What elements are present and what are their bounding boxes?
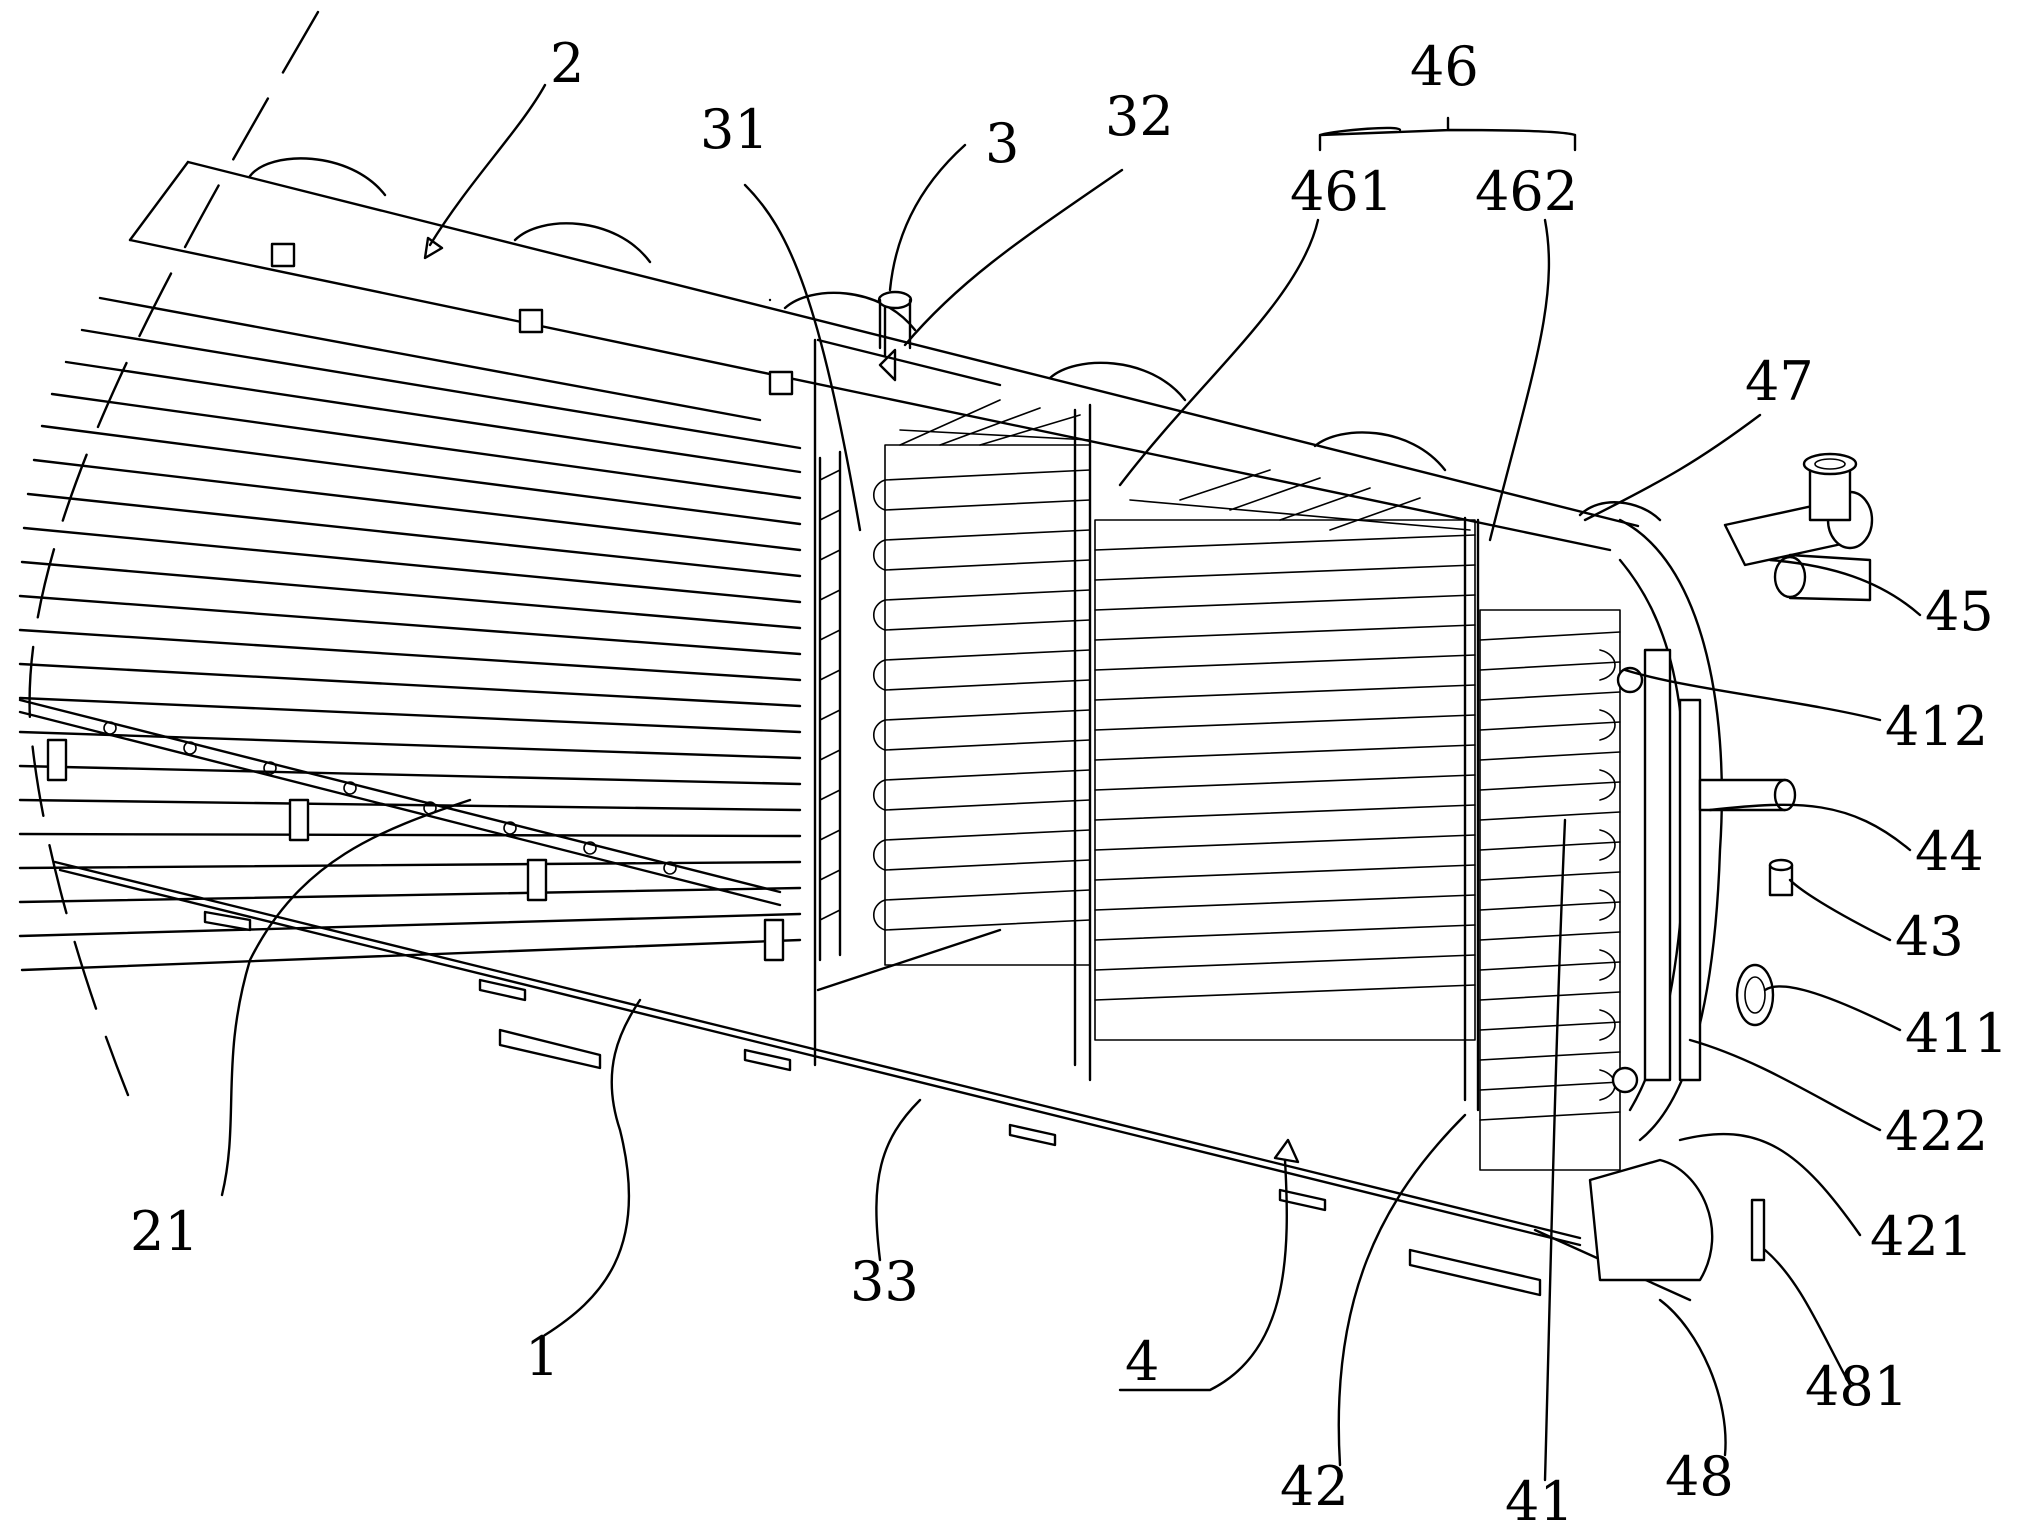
tube-bundle-middle <box>874 400 1090 965</box>
label-462: 462 <box>1475 160 1578 223</box>
label-21: 21 <box>130 1200 199 1263</box>
label-411: 411 <box>1905 1002 2008 1065</box>
label-32: 32 <box>1105 85 1174 148</box>
label-42: 42 <box>1280 1455 1349 1518</box>
bottom-rail <box>20 700 783 960</box>
tube-bundle-462 <box>1480 610 1620 1170</box>
section-31-grille <box>820 452 840 960</box>
label-481: 481 <box>1805 1355 1908 1418</box>
section-462-partition <box>1465 518 1478 1110</box>
drain-48 <box>1590 1160 1764 1280</box>
label-33: 33 <box>850 1250 919 1313</box>
label-43: 43 <box>1895 905 1964 968</box>
label-41: 41 <box>1505 1470 1574 1527</box>
section-32-plate <box>1075 405 1090 1080</box>
label-421: 421 <box>1870 1205 1973 1268</box>
tube-bundle-461 <box>1095 470 1475 1040</box>
tank-shell <box>55 162 1690 1300</box>
nozzle-43 <box>1770 860 1792 895</box>
label-1: 1 <box>525 1325 559 1388</box>
flange-411 <box>1737 965 1773 1025</box>
label-461: 461 <box>1290 160 1393 223</box>
headers-41x <box>1613 650 1700 1092</box>
top-clips <box>272 244 792 394</box>
label-48: 48 <box>1665 1445 1734 1508</box>
bottom-feet <box>205 912 1540 1295</box>
label-44: 44 <box>1915 820 1984 883</box>
pipe-45 <box>1725 454 1872 600</box>
label-412: 412 <box>1885 695 1988 758</box>
label-45: 45 <box>1925 580 1994 643</box>
label-4: 4 <box>1125 1330 1159 1393</box>
label-422: 422 <box>1885 1100 1988 1163</box>
section-3-partition <box>818 292 1000 990</box>
label-31: 31 <box>700 98 769 161</box>
label-46: 46 <box>1410 35 1479 98</box>
label-3: 3 <box>985 112 1019 175</box>
label-2: 2 <box>550 32 584 95</box>
section-21-fins <box>20 298 800 970</box>
label-47: 47 <box>1745 350 1814 413</box>
top-saddles <box>250 158 1660 520</box>
